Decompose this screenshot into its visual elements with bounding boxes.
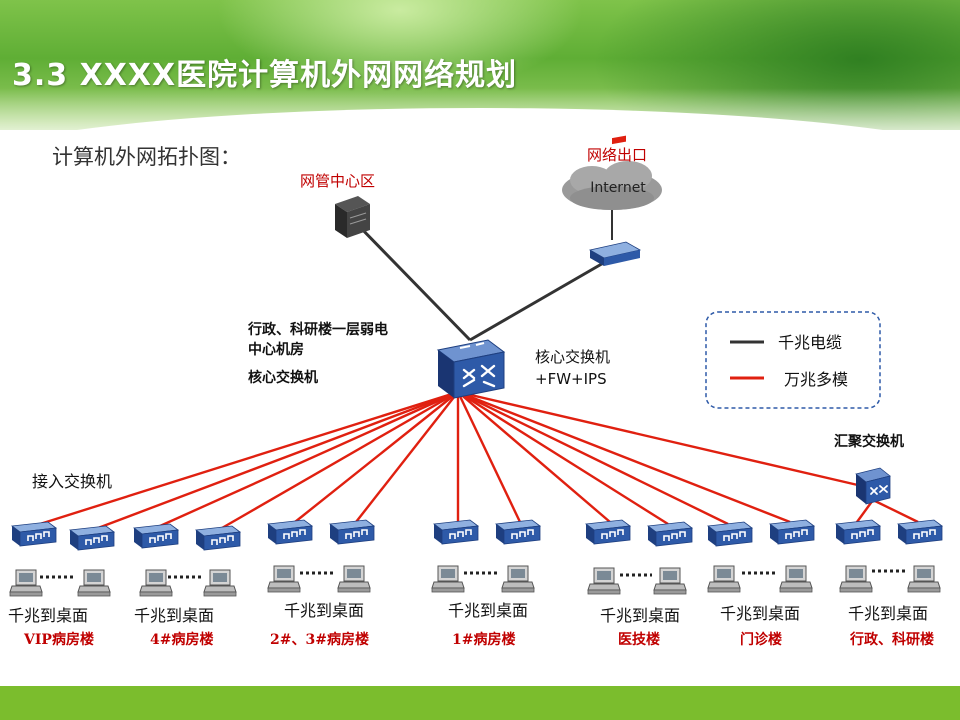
pc-icon: [779, 565, 813, 593]
pc-icon: [839, 565, 873, 593]
access-switch-icon: [835, 519, 881, 545]
pc-icon: [139, 569, 173, 597]
group-building-label: 2#、3#病房楼: [270, 631, 369, 648]
cloud-label: Internet: [590, 180, 646, 196]
group-desktop-label: 千兆到桌面: [134, 606, 214, 625]
pc-icon: [587, 567, 621, 595]
tengig-links: [39, 390, 919, 530]
pc-icon: [267, 565, 301, 593]
footer-bar: [0, 686, 960, 720]
agg-switch-icon: [855, 467, 891, 505]
page-title: 3.3 XXXX医院计算机外网网络规划: [12, 58, 518, 93]
group-desktop-label: 千兆到桌面: [848, 604, 928, 623]
group-desktop-label: 千兆到桌面: [448, 601, 528, 620]
pc-icon: [653, 567, 687, 595]
core-switch-sublabel: +FW+IPS: [535, 370, 607, 388]
pc-icon: [77, 569, 111, 597]
group-building-label: 门诊楼: [740, 631, 782, 648]
access-switch-icon: [647, 521, 693, 547]
core-switch-icon: [436, 338, 506, 400]
access-switch-icon: [329, 519, 375, 545]
link-core-firewall: [469, 256, 613, 342]
access-switch-icon: [769, 519, 815, 545]
group-building-label: 1#病房楼: [452, 631, 515, 648]
core-location-line3: 核心交换机: [248, 369, 318, 386]
core-switch-label: 核心交换机: [535, 348, 610, 366]
access-switch-icon: [195, 525, 241, 551]
access-switches: [11, 519, 943, 551]
link-core-nms: [353, 220, 472, 342]
pc-icon: [907, 565, 941, 593]
access-switch-icon: [69, 525, 115, 551]
pc-icon: [203, 569, 237, 597]
pc-icon: [431, 565, 465, 593]
access-switch-icon: [267, 519, 313, 545]
access-switch-icon: [495, 519, 541, 545]
nms-label: 网管中心区: [300, 172, 375, 190]
access-switch-icon: [897, 519, 943, 545]
group-building-label: 4#病房楼: [150, 631, 213, 648]
group-building-label: VIP病房楼: [23, 631, 94, 648]
pc-dots: [40, 569, 906, 579]
access-switch-icon: [133, 523, 179, 549]
core-location-line2: 中心机房: [248, 341, 304, 358]
desktop-pcs: [9, 565, 941, 597]
gigabit-links: [353, 210, 613, 342]
access-switch-icon: [707, 521, 753, 547]
group-desktop-label: 千兆到桌面: [8, 606, 88, 625]
firewall-icon: [588, 135, 642, 266]
group-desktop-label: 千兆到桌面: [600, 606, 680, 625]
diagram-subtitle: 计算机外网拓扑图：: [52, 145, 241, 169]
pc-icon: [707, 565, 741, 593]
access-switch-icon: [585, 519, 631, 545]
access-switch-icon: [433, 519, 479, 545]
legend-tengig-label: 万兆多模: [784, 370, 848, 389]
group-building-label: 行政、科研楼: [849, 631, 934, 648]
legend-gigabit-label: 千兆电缆: [778, 333, 842, 352]
nms-server: [335, 196, 370, 238]
pc-icon: [337, 565, 371, 593]
group-building-label: 医技楼: [618, 631, 660, 648]
access-switch-icon: [11, 521, 57, 547]
pc-icon: [9, 569, 43, 597]
core-location-line1: 行政、科研楼一层弱电: [247, 321, 388, 338]
group-desktop-label: 千兆到桌面: [720, 604, 800, 623]
access-switch-label: 接入交换机: [32, 472, 112, 491]
legend: 千兆电缆 万兆多模: [705, 311, 881, 409]
pc-icon: [501, 565, 535, 593]
agg-switch-label: 汇聚交换机: [834, 433, 904, 450]
group-desktop-label: 千兆到桌面: [284, 601, 364, 620]
exit-label: 网络出口: [587, 146, 647, 164]
internet-cloud: [562, 161, 662, 210]
